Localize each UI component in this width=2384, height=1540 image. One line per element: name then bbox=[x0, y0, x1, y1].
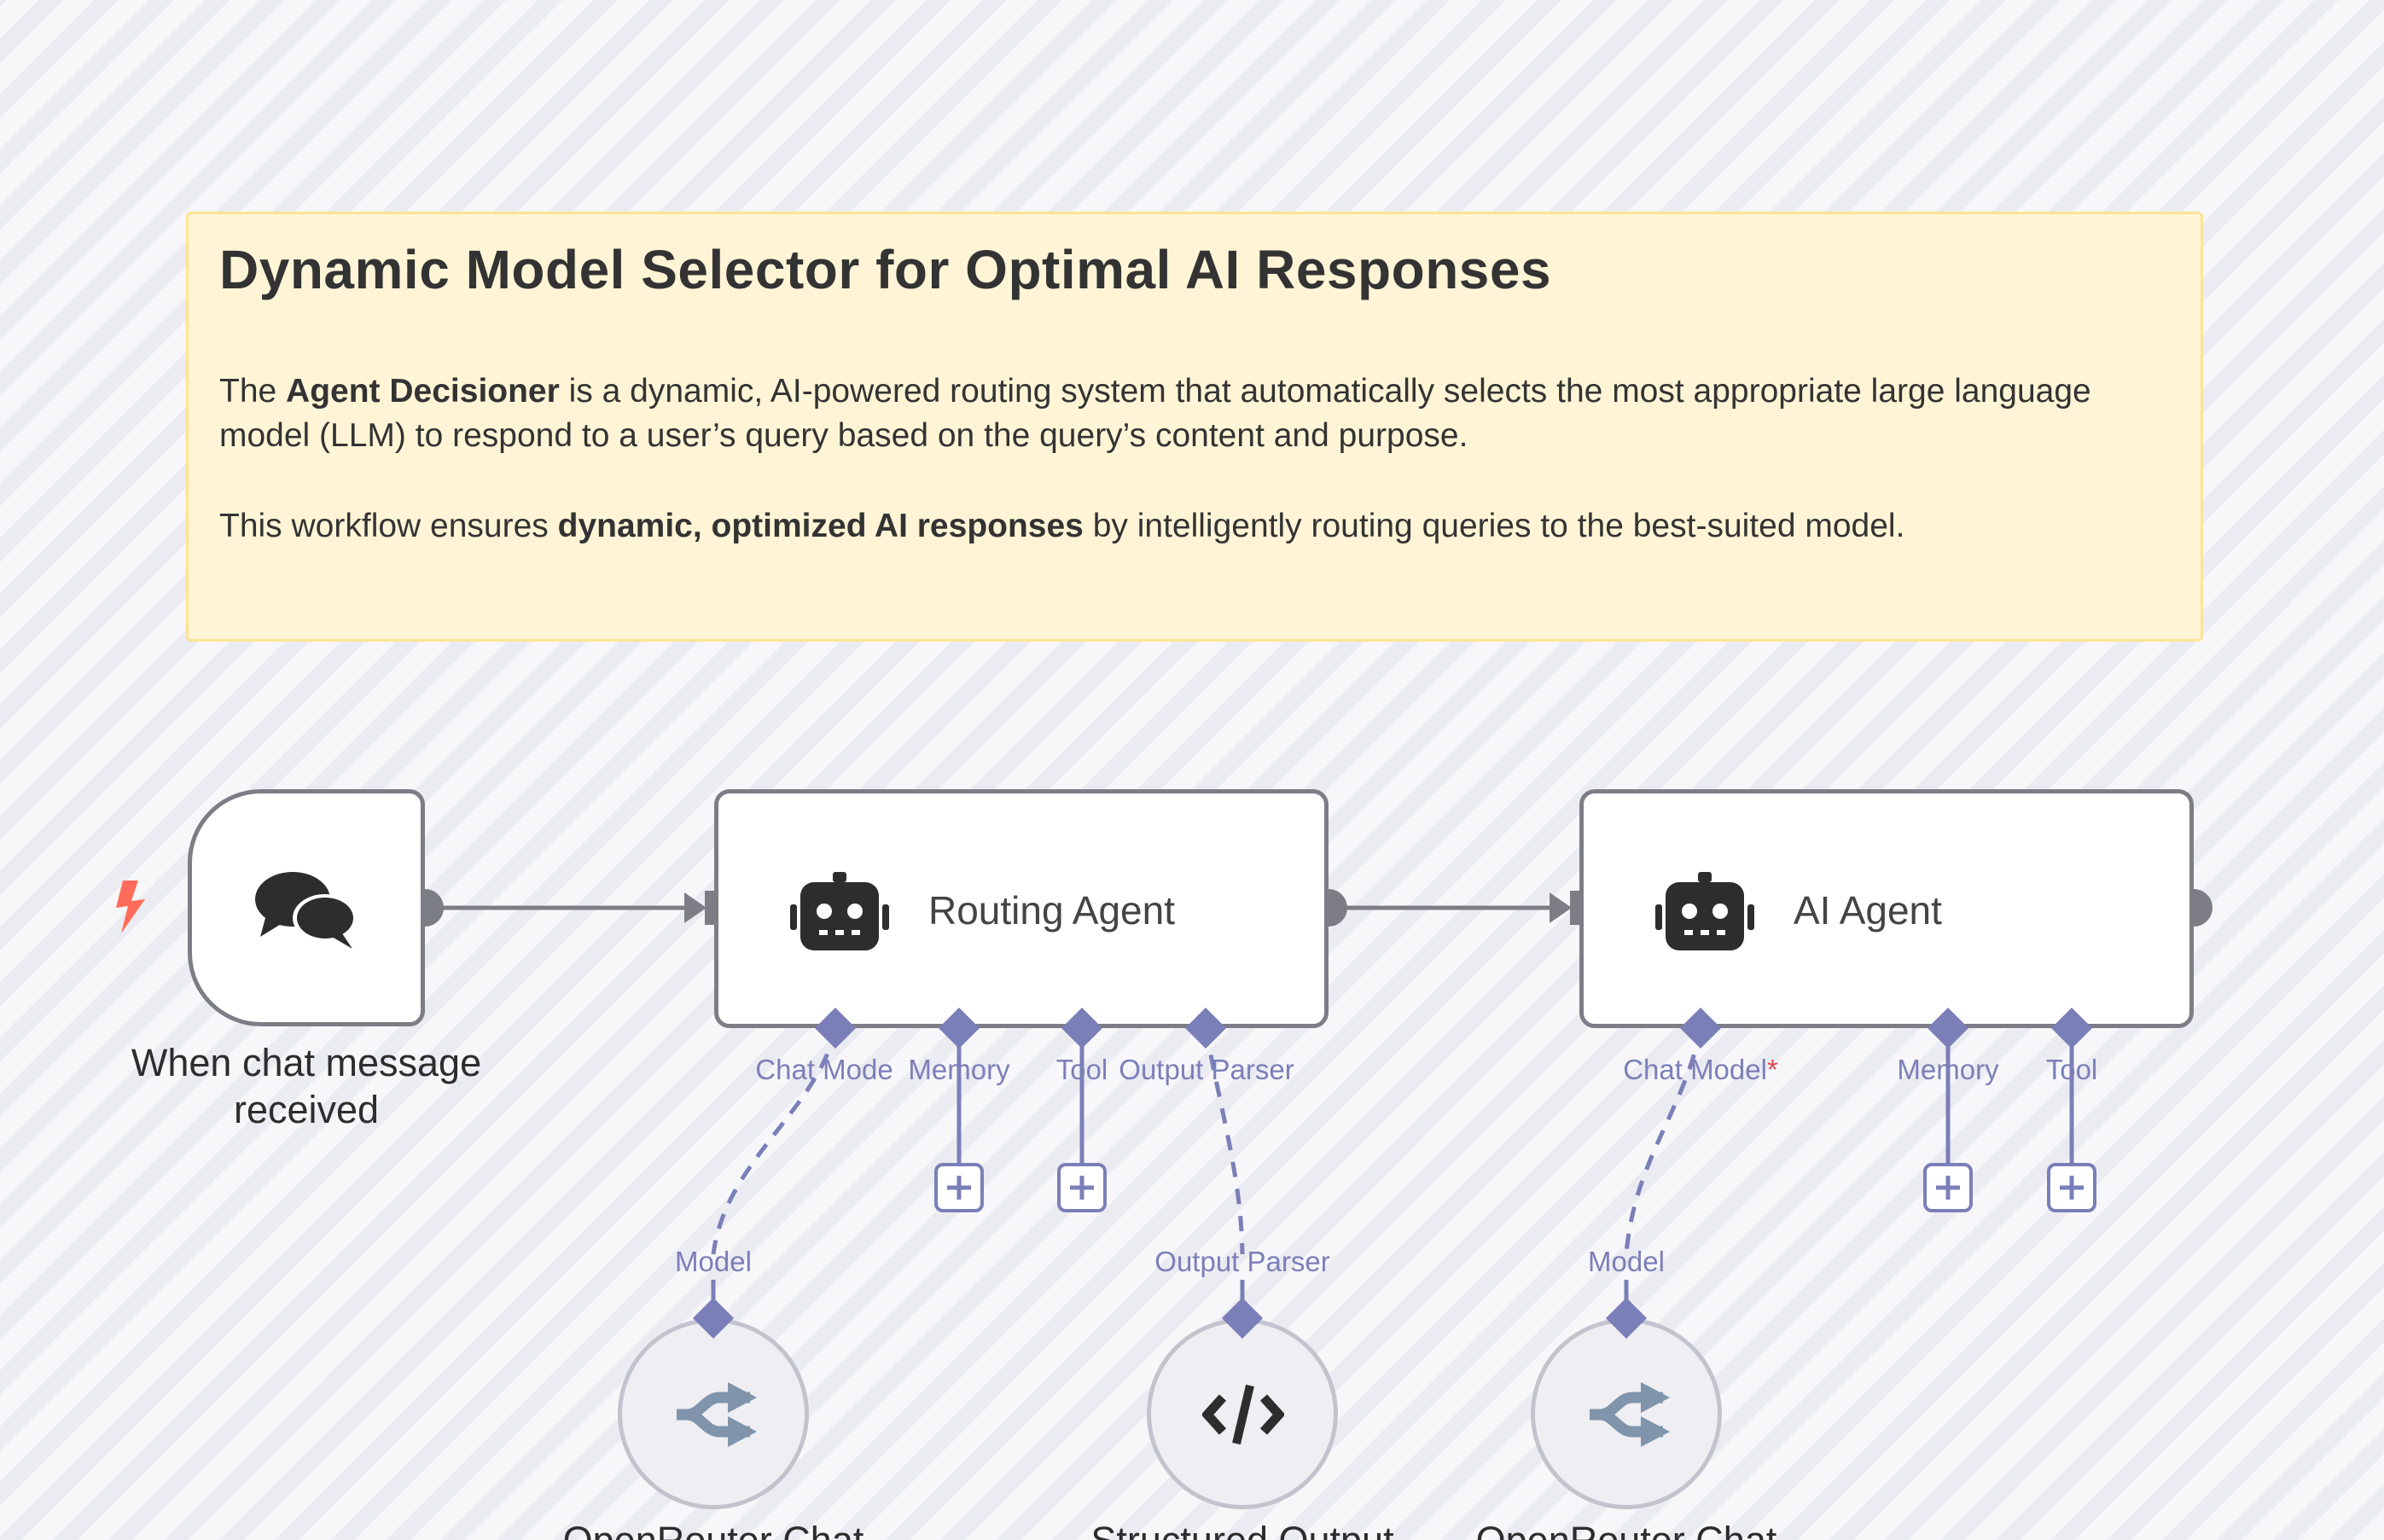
connection-arrow-icon bbox=[1550, 892, 1572, 923]
port-label-output-parser: Output Parser bbox=[1154, 1246, 1330, 1277]
port-label-chat-model: Chat Mode bbox=[755, 1054, 893, 1085]
openrouter-chat-title: OpenRouter Chat bbox=[1476, 1519, 1777, 1540]
add-tool-button[interactable] bbox=[2047, 1163, 2096, 1212]
add-tool-button[interactable] bbox=[1057, 1163, 1107, 1212]
input-handle-routing[interactable] bbox=[705, 891, 717, 925]
plus-icon bbox=[1070, 1176, 1094, 1200]
trigger-title: When chat message received bbox=[131, 1041, 482, 1131]
add-memory-button[interactable] bbox=[934, 1163, 984, 1212]
openrouter-chat-title: OpenRouter Chat bbox=[563, 1519, 864, 1540]
connection-routing-output-parser[interactable] bbox=[1203, 1027, 1245, 1255]
robot-icon bbox=[790, 872, 889, 955]
structured-output-title: Structured Output bbox=[1090, 1519, 1393, 1540]
port-label-memory: Memory bbox=[1897, 1054, 1999, 1085]
routing-agent-node[interactable]: Routing Agent bbox=[714, 789, 1329, 1028]
chat-trigger-node[interactable] bbox=[188, 789, 425, 1026]
port-label-model: Model bbox=[1588, 1246, 1665, 1277]
openrouter-icon bbox=[1584, 1379, 1670, 1455]
connection-arrow-icon bbox=[684, 892, 706, 923]
port-label-tool: Tool bbox=[2045, 1054, 2098, 1085]
required-marker: * bbox=[1766, 1054, 1778, 1085]
openrouter-icon bbox=[672, 1379, 757, 1455]
sticky-paragraph-1: The Agent Decisioner is a dynamic, AI-po… bbox=[219, 373, 2091, 454]
plus-icon bbox=[1936, 1176, 1960, 1200]
add-memory-button[interactable] bbox=[1923, 1163, 1973, 1212]
ai-agent-node[interactable]: AI Agent bbox=[1579, 789, 2194, 1028]
robot-icon bbox=[1655, 872, 1754, 955]
plus-icon bbox=[2060, 1176, 2084, 1200]
sticky-paragraph-2: This workflow ensures dynamic, optimized… bbox=[219, 508, 1905, 544]
openrouter-chat-node[interactable] bbox=[1531, 1318, 1722, 1509]
port-label-output-parser: Output Parser bbox=[1119, 1054, 1294, 1085]
structured-output-node[interactable] bbox=[1147, 1318, 1338, 1509]
port-label-model: Model bbox=[675, 1246, 752, 1277]
trigger-bolt-icon bbox=[111, 880, 148, 938]
input-handle-ai-agent[interactable] bbox=[1570, 891, 1582, 925]
port-label-tool: Tool bbox=[1055, 1054, 1108, 1085]
connection-ai-agent-chat-model[interactable] bbox=[1624, 1027, 1703, 1255]
sticky-title: Dynamic Model Selector for Optimal AI Re… bbox=[219, 239, 1552, 300]
port-label-memory: Memory bbox=[908, 1054, 1010, 1085]
routing-agent-label: Routing Agent bbox=[928, 888, 1176, 933]
openrouter-chat-node[interactable] bbox=[618, 1318, 809, 1509]
connection-routing-chat-model[interactable] bbox=[711, 1027, 838, 1255]
plus-icon bbox=[947, 1176, 971, 1200]
ai-agent-label: AI Agent bbox=[1794, 888, 1942, 933]
sticky-note[interactable]: Dynamic Model Selector for Optimal AI Re… bbox=[186, 212, 2203, 642]
chat-bubbles-icon bbox=[253, 869, 359, 955]
code-icon bbox=[1201, 1382, 1286, 1451]
port-label-chat-model: Chat Model* bbox=[1623, 1054, 1778, 1085]
